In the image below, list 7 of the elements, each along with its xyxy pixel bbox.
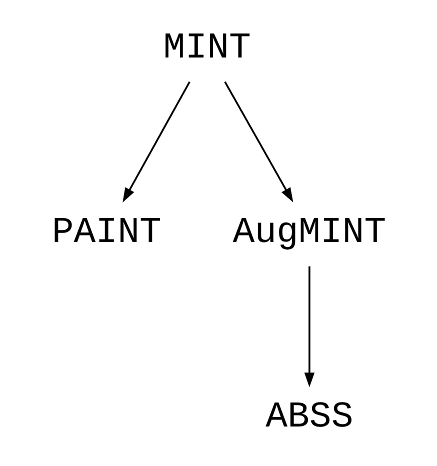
arrow <box>122 81 190 202</box>
arrow <box>304 266 314 388</box>
node-text: ABSS <box>265 396 353 438</box>
arrow <box>224 81 293 202</box>
node-text: AugMINT <box>232 212 386 254</box>
node-text: PAINT <box>51 212 161 254</box>
node-text: MINT <box>162 28 250 69</box>
